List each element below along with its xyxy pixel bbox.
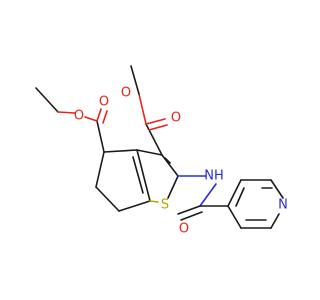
bond-ring-c6-c6a — [118, 200, 151, 212]
bond-ester-right-methyl — [130, 65, 140, 95]
bond-pyridine-c4-c3 — [227, 179, 242, 207]
bond-pyridine-inner-a — [235, 187, 245, 207]
bond-ester-left-c-o-single — [84, 116, 98, 122]
bond-ester-right-c-o-double-b — [148, 124, 168, 131]
bond-pyridine-c5-c4 — [227, 205, 242, 229]
ester-right-double-oxygen: O — [171, 111, 181, 126]
bond-amide-c-o-b — [180, 211, 203, 221]
bond-ring-c6a-c3a-inner — [132, 156, 144, 194]
bond-ester-right-c-o-single — [138, 93, 147, 125]
ester-right-single-oxygen: O — [121, 86, 131, 101]
ester-left-single-oxygen: O — [74, 109, 84, 124]
bond-thiophene-c3a-c3 — [136, 149, 163, 156]
bond-nh-carbonyl — [199, 183, 217, 207]
bond-ring-c5-c6 — [95, 186, 120, 212]
bond-thiophene-c3-c2-inner — [164, 157, 171, 164]
amide-nh: NH — [204, 169, 224, 184]
thiophene-sulfur: S — [161, 198, 169, 213]
bond-ring-c4-c5 — [95, 151, 105, 188]
pyridine-nitrogen: N — [278, 198, 288, 213]
molecule-structure: O O O O NH S O N — [35, 65, 288, 237]
amide-oxygen: O — [179, 222, 189, 237]
bond-c3-ester-carbonyl — [145, 123, 163, 156]
bond-pyridine-n-c6 — [270, 213, 280, 229]
bond-ester-right-c-o-double-a — [145, 118, 166, 125]
bond-c4-ester-carbonyl — [96, 120, 105, 153]
bond-ring-c6a-c3a — [136, 149, 151, 202]
bond-ring-c4-c3a — [103, 149, 138, 153]
bond-ester-left-o-methyl — [57, 111, 76, 114]
bond-thiophene-s-c6a — [149, 200, 159, 203]
bond-ester-left-c-o-double-b — [102, 110, 108, 124]
bond-ester-left-c-o-double-a — [96, 108, 102, 122]
molecule-canvas: O O O O NH S O N — [35, 65, 288, 237]
ester-left-double-oxygen: O — [99, 95, 109, 110]
bond-amide-c-o-a — [177, 205, 201, 215]
bond-thiophene-c2-s — [167, 175, 179, 199]
bond-pyridine-c2-n — [270, 179, 284, 199]
bond-ester-left-methyl — [35, 87, 59, 113]
